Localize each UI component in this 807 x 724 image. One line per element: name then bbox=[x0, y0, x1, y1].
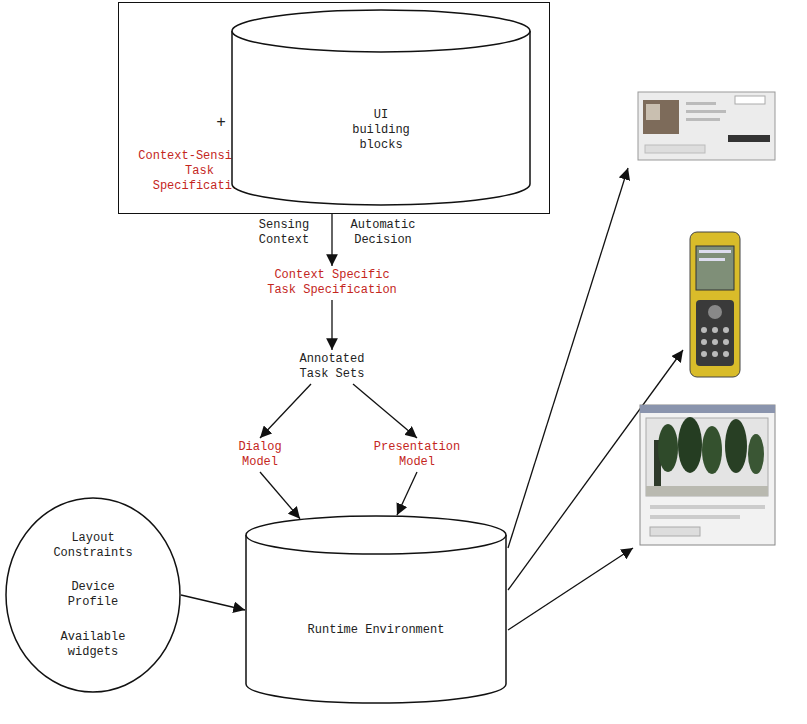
node-text: Annotated Task Sets bbox=[292, 352, 372, 382]
text-group: Layout ConstraintsDevice ProfileAvailabl… bbox=[5, 497, 181, 693]
flow-arrow bbox=[260, 472, 300, 519]
desktop-screenshot bbox=[638, 92, 775, 160]
node-text: Available widgets bbox=[47, 630, 139, 660]
cylinder-top bbox=[246, 516, 506, 554]
plus-sign: + bbox=[214, 116, 228, 131]
flow-arrow bbox=[353, 384, 417, 438]
flow-arrow bbox=[260, 384, 311, 438]
node-text: Context Specific Task Specification bbox=[264, 268, 400, 298]
node-text: Layout Constraints bbox=[47, 531, 139, 561]
task-sets-node: Annotated Task Sets bbox=[290, 350, 374, 384]
edge-annotation: Sensing Context bbox=[250, 218, 318, 248]
text-group: Presentation Model bbox=[365, 438, 469, 472]
dialog-model-node: Dialog Model bbox=[225, 438, 295, 472]
cylinder-body bbox=[246, 535, 506, 703]
text-group: Context Specific Task Specification bbox=[262, 266, 402, 300]
text-group: Dialog Model bbox=[225, 438, 295, 472]
text-group: Runtime Environment bbox=[245, 515, 507, 705]
flow-arrow bbox=[331, 300, 332, 350]
runtime-cylinder: Runtime Environment bbox=[245, 515, 507, 705]
cylinder-body bbox=[232, 31, 530, 205]
ui-blocks-cylinder: UI building blocks bbox=[231, 9, 531, 207]
text-group: UI building blocks bbox=[231, 9, 531, 207]
flow-arrow bbox=[397, 472, 417, 515]
constraints-circle: Layout ConstraintsDevice ProfileAvailabl… bbox=[5, 497, 181, 693]
node-text: Device Profile bbox=[47, 580, 139, 610]
flow-arrow bbox=[181, 595, 245, 610]
cylinder-outline bbox=[245, 515, 507, 705]
window-screenshot bbox=[640, 405, 775, 545]
output-arrows bbox=[508, 168, 683, 630]
node-text: Presentation Model bbox=[367, 440, 467, 470]
node-text: UI building blocks bbox=[345, 108, 417, 153]
cylinder-top bbox=[232, 10, 530, 52]
text-group: Annotated Task Sets bbox=[290, 350, 374, 384]
phone-screenshot bbox=[690, 232, 740, 377]
node-text: Dialog Model bbox=[229, 440, 291, 470]
flow-arrow bbox=[331, 214, 332, 266]
presentation-model-node: Presentation Model bbox=[365, 438, 469, 472]
edge-annotation: Automatic Decision bbox=[344, 218, 422, 248]
task-spec-label-node: Context Specific Task Specification bbox=[262, 266, 402, 300]
spec-box: Context-Sensitive Task SpecificationUI b… bbox=[118, 2, 550, 214]
circle-outline bbox=[6, 498, 180, 692]
node-text: Runtime Environment bbox=[296, 623, 456, 638]
